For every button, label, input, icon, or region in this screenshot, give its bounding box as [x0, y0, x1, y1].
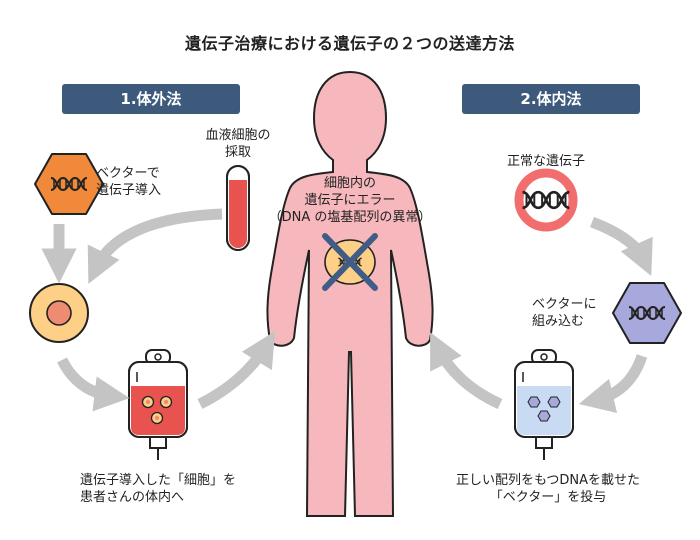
vector-note-right: ベクターに 組み込む: [532, 297, 597, 329]
vector-note-left: ベクターで 遺伝子導入: [96, 166, 162, 198]
iv-bag-cells-icon: [128, 349, 188, 460]
normal-gene-icon: [514, 168, 578, 232]
arrow-hexagon-to-bag: [578, 354, 648, 414]
arrow-cell-to-bag: [57, 357, 130, 412]
ex-vivo-header: 1.体外法: [62, 84, 240, 114]
blood-note: 血液細胞の 採取: [205, 128, 271, 160]
normal-gene-note: 正常な遺伝子: [506, 154, 585, 169]
body-error-note: 細胞内の 遺伝子にエラー （DNA の塩基配列の異常）: [268, 176, 432, 225]
bag-note-left: 遺伝子導入した「細胞」を 患者さんの体内へ: [80, 473, 237, 505]
diagram-title: 遺伝子治療における遺伝子の２つの送達方法: [184, 34, 515, 53]
in-vivo-header: 2.体内法: [462, 84, 640, 114]
blood-tube-icon: [226, 165, 250, 251]
bag-note-right: 正しい配列をもつDNAを載せた 「ベクター」を投与: [455, 473, 641, 505]
vector-hexagon-purple-icon: [612, 282, 682, 344]
arrow-bag-to-body: [197, 330, 276, 409]
human-body: [266, 70, 434, 517]
cell-icon: [29, 283, 89, 343]
vector-hexagon-orange-icon: [34, 153, 104, 215]
arrow-bag-to-body-right: [430, 332, 503, 410]
arrow-gene-to-hexagon: [590, 216, 653, 277]
iv-bag-vectors-icon: [514, 349, 574, 460]
x-mark-icon: [322, 233, 378, 291]
arrow-tube-to-cell: [87, 208, 223, 284]
